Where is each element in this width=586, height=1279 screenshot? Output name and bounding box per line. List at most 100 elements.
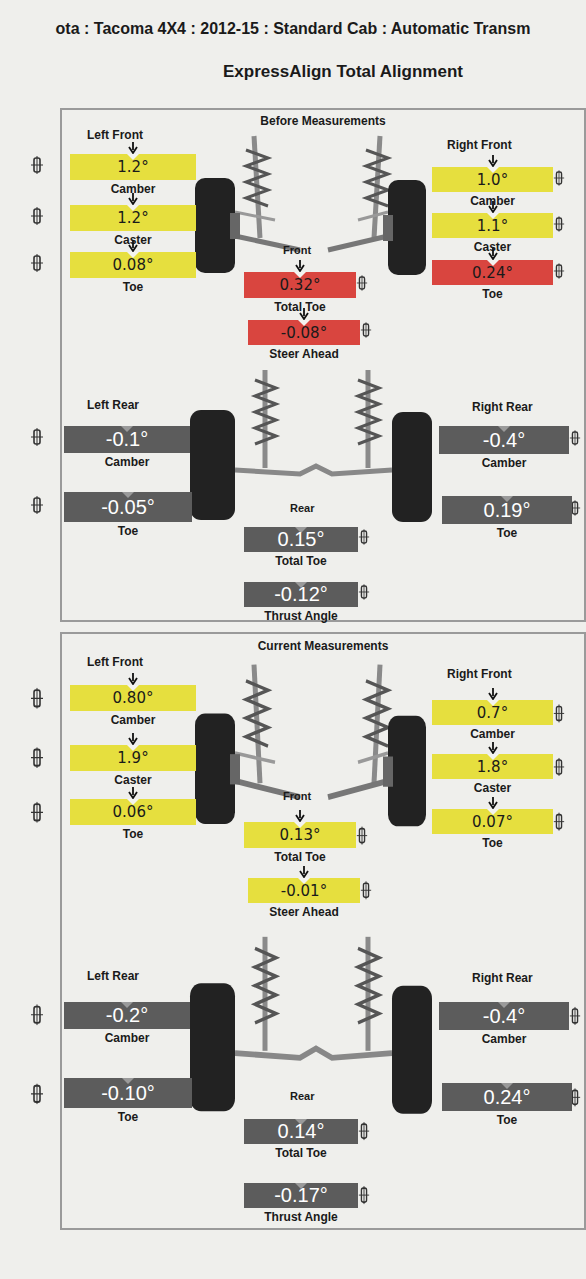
measurement-label: Camber xyxy=(439,456,569,470)
pointer-arrow-shape xyxy=(129,733,137,744)
bar-notch-shape xyxy=(501,496,513,502)
bar-notch-shape xyxy=(498,426,510,432)
measurement-value: -0.12° xyxy=(274,583,328,606)
measurement-value: -0.17° xyxy=(274,1184,328,1207)
pointer-arrow xyxy=(128,733,138,745)
bar-notch-shape xyxy=(121,1002,133,1008)
measurement-label: Camber xyxy=(64,1031,190,1045)
bar-notch-shape xyxy=(487,809,499,815)
measurement-bar: -0.4° xyxy=(439,1002,569,1030)
measurement-bar: 0.7° xyxy=(432,700,553,725)
measurement-label: Toe xyxy=(64,1110,192,1124)
measurement-bar: 0.24° xyxy=(442,1083,572,1111)
bar-notch-shape xyxy=(498,1002,510,1008)
pointer-arrow-shape xyxy=(129,240,137,251)
bar-notch-shape xyxy=(298,878,310,884)
pointer-arrow-shape xyxy=(489,688,497,699)
section-label: Front xyxy=(283,244,311,256)
measurement-value: 1.9° xyxy=(117,749,148,767)
bar-notch-shape xyxy=(295,1119,307,1125)
measurement-bar: -0.01° xyxy=(248,878,360,903)
report-title: ota : Tacoma 4X4 : 2012-15 : Standard Ca… xyxy=(4,20,582,38)
measurement-bar: 0.14° xyxy=(244,1119,358,1144)
pointer-arrow-shape xyxy=(129,787,137,798)
measurement-box: 0.19°Toe xyxy=(442,496,572,540)
measurement-value: 1.0° xyxy=(477,171,508,189)
measurement-label: Total Toe xyxy=(244,300,356,314)
measurement-value: -0.05° xyxy=(101,496,155,519)
pointer-arrow xyxy=(128,142,138,154)
report-subtitle: ExpressAlign Total Alignment xyxy=(150,62,536,82)
measurement-value: 1.1° xyxy=(477,217,508,235)
bar-notch-shape xyxy=(295,1183,307,1189)
measurement-value: -0.2° xyxy=(106,1004,148,1027)
section-label: Front xyxy=(283,790,311,802)
measurement-box: 0.24° Toe xyxy=(442,1083,572,1127)
measurement-label: Total Toe xyxy=(244,1146,358,1160)
bar-notch-shape xyxy=(487,167,499,173)
bar-notch-shape xyxy=(487,700,499,706)
measurement-label: Toe xyxy=(442,1113,572,1127)
measurement-bar: 0.15° xyxy=(244,527,358,552)
measurement-value: 0.7° xyxy=(477,704,508,722)
measurement-box: 0.14° Total Toe xyxy=(244,1119,358,1160)
pointer-arrow-shape xyxy=(489,797,497,808)
measurement-box: -0.05°Toe xyxy=(64,492,192,538)
section-label: Left Front xyxy=(87,655,143,669)
bar-notch-shape xyxy=(501,1083,513,1089)
measurement-bar: -0.12° xyxy=(244,582,358,607)
bar-notch-shape xyxy=(121,426,133,432)
measurement-bar: -0.2° xyxy=(64,1002,190,1029)
measurement-box: -0.17°Thrust Angle xyxy=(244,1183,358,1224)
measurement-box: -0.01° Steer Ahead xyxy=(248,878,360,919)
measurement-bar: 1.2° xyxy=(70,205,196,231)
measurement-bar: 1.9° xyxy=(70,745,196,771)
pointer-arrow xyxy=(488,742,498,754)
measurement-box: 0.7° Camber xyxy=(432,700,553,741)
pointer-arrow xyxy=(488,155,498,167)
measurement-box: 1.9° Caster xyxy=(70,745,196,787)
measurement-value: -0.4° xyxy=(483,429,525,452)
pointer-arrow-shape xyxy=(129,193,137,204)
measurement-label: Camber xyxy=(432,727,553,741)
measurement-value: -0.4° xyxy=(483,1005,525,1028)
pointer-arrow xyxy=(488,797,498,809)
pointer-arrow-shape xyxy=(300,866,308,877)
pointer-arrow xyxy=(128,240,138,252)
measurement-value: 1.2° xyxy=(117,158,148,176)
measurement-bar: 0.32° xyxy=(244,272,356,298)
measurement-box: -0.2° Camber xyxy=(64,1002,190,1045)
measurement-label: Toe xyxy=(442,526,572,540)
measurement-label: Steer Ahead xyxy=(248,905,360,919)
section-label: Right Rear xyxy=(472,971,533,985)
measurement-label: Caster xyxy=(70,773,196,787)
measurement-label: Total Toe xyxy=(244,850,356,864)
measurement-box: 0.07°Toe xyxy=(432,809,553,850)
bar-notch-shape xyxy=(127,205,139,211)
measurement-box: -0.08°Steer Ahead xyxy=(248,320,360,361)
measurement-box: -0.4°Camber xyxy=(439,1002,569,1046)
pointer-arrow xyxy=(295,810,305,822)
measurement-bar: 0.07° xyxy=(432,809,553,834)
measurement-value: 0.06° xyxy=(113,803,154,821)
bar-notch-shape xyxy=(122,1078,134,1084)
measurement-label: Toe xyxy=(432,287,553,301)
measurement-bar: 0.06° xyxy=(70,799,196,825)
measurement-box: 1.1°Caster xyxy=(432,213,553,254)
pointer-arrow-shape xyxy=(300,308,308,319)
section-label: Left Rear xyxy=(87,398,139,412)
measurement-bar: 1.2° xyxy=(70,154,196,180)
section-label: Left Rear xyxy=(87,969,139,983)
measurement-panel: Current Measurements0.80°Camber1.9°Caste… xyxy=(60,632,586,1230)
pointer-arrow xyxy=(299,866,309,878)
bar-notch-shape xyxy=(127,685,139,691)
bar-notch-shape xyxy=(295,582,307,588)
measurement-label: Toe xyxy=(70,280,196,294)
measurement-box: 0.15°Total Toe xyxy=(244,527,358,568)
pointer-arrow xyxy=(128,673,138,685)
bar-notch-shape xyxy=(487,260,499,266)
measurement-value: 0.24° xyxy=(484,1086,531,1109)
pointer-arrow-shape xyxy=(129,142,137,153)
bar-notch-shape xyxy=(294,822,306,828)
measurement-bar: 1.8° xyxy=(432,754,553,779)
